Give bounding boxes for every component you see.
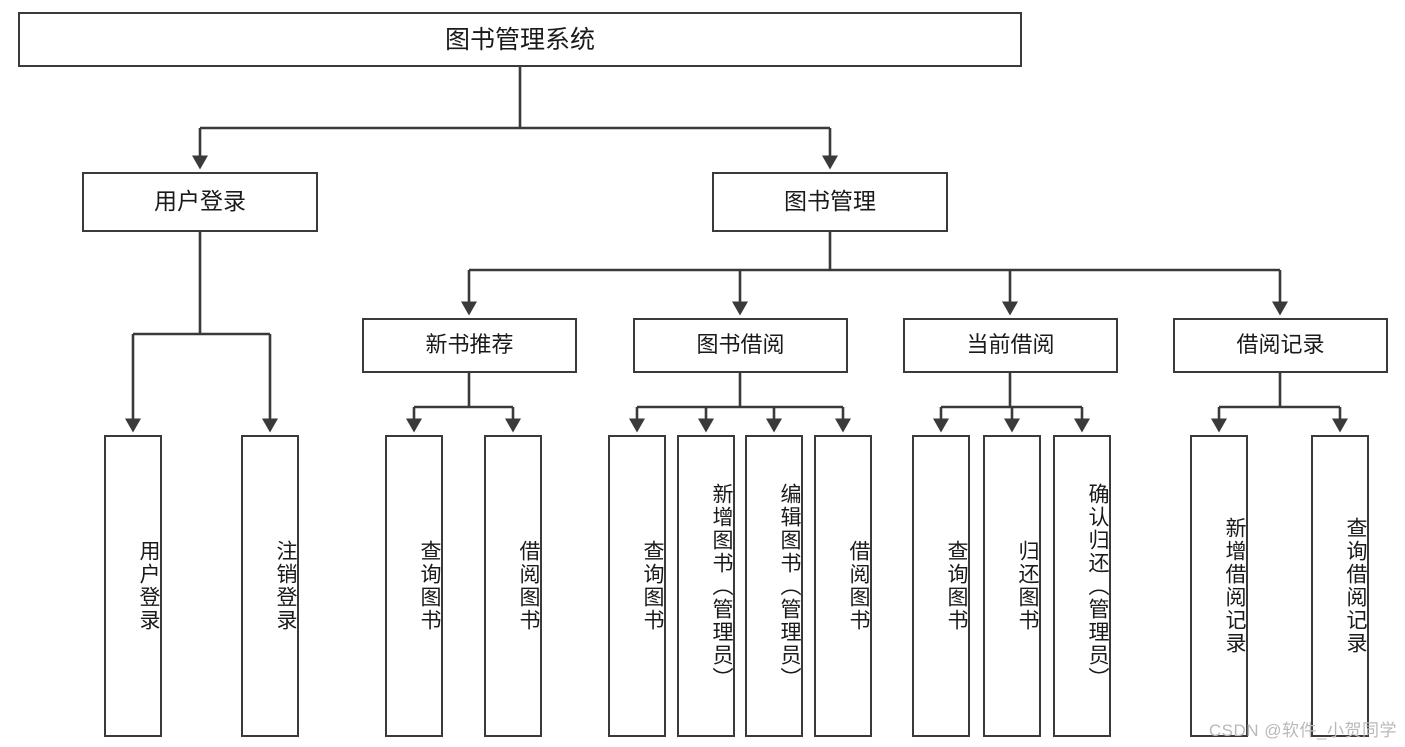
node-current-borrow-label: 当前借阅 [966,332,1055,358]
node-leaf-query-book-recommend-label: 查询图书 [418,540,441,632]
node-root-label: 图书管理系统 [444,25,595,54]
node-current-borrow[interactable]: 当前借阅 [903,318,1118,373]
node-book-borrow[interactable]: 图书借阅 [633,318,848,373]
node-leaf-query-book-borrow-label: 查询图书 [641,540,664,632]
node-leaf-user-login[interactable]: 用户登录 [104,435,162,737]
node-borrow-record[interactable]: 借阅记录 [1173,318,1388,373]
node-leaf-borrow-book-recommend[interactable]: 借阅图书 [484,435,542,737]
node-leaf-user-login-label: 用户登录 [137,540,160,632]
node-leaf-add-borrow-record-label: 新增借阅记录 [1223,517,1246,655]
node-leaf-query-borrow-record[interactable]: 查询借阅记录 [1311,435,1369,737]
node-leaf-add-borrow-record[interactable]: 新增借阅记录 [1190,435,1248,737]
node-leaf-query-book-current[interactable]: 查询图书 [912,435,970,737]
node-new-book-recommend[interactable]: 新书推荐 [362,318,577,373]
node-leaf-query-book-current-label: 查询图书 [945,540,968,632]
node-user-login[interactable]: 用户登录 [82,172,318,232]
watermark: CSDN @软件_小贺同学 [1208,721,1397,740]
node-new-book-recommend-label: 新书推荐 [425,332,514,358]
node-book-manage-label: 图书管理 [784,188,876,215]
node-book-manage[interactable]: 图书管理 [712,172,948,232]
node-leaf-confirm-return-admin[interactable]: 确认归还（管理员） [1053,435,1111,737]
node-leaf-add-book-admin[interactable]: 新增图书（管理员） [677,435,735,737]
node-leaf-return-book[interactable]: 归还图书 [983,435,1041,737]
node-leaf-borrow-book-label: 借阅图书 [847,540,870,632]
node-leaf-borrow-book[interactable]: 借阅图书 [814,435,872,737]
node-borrow-record-label: 借阅记录 [1236,332,1325,358]
node-root[interactable]: 图书管理系统 [18,12,1022,67]
node-leaf-confirm-return-admin-label: 确认归还（管理员） [1086,482,1109,690]
node-book-borrow-label: 图书借阅 [696,332,785,358]
node-leaf-user-logout-label: 注销登录 [274,540,297,632]
node-leaf-return-book-label: 归还图书 [1016,540,1039,632]
node-leaf-borrow-book-recommend-label: 借阅图书 [517,540,540,632]
node-leaf-user-logout[interactable]: 注销登录 [241,435,299,737]
node-leaf-query-book-borrow[interactable]: 查询图书 [608,435,666,737]
node-leaf-edit-book-admin[interactable]: 编辑图书（管理员） [745,435,803,737]
node-leaf-query-book-recommend[interactable]: 查询图书 [385,435,443,737]
node-leaf-edit-book-admin-label: 编辑图书（管理员） [778,482,801,690]
node-user-login-label: 用户登录 [154,188,246,215]
node-leaf-add-book-admin-label: 新增图书（管理员） [710,482,733,690]
node-leaf-query-borrow-record-label: 查询借阅记录 [1344,517,1367,655]
